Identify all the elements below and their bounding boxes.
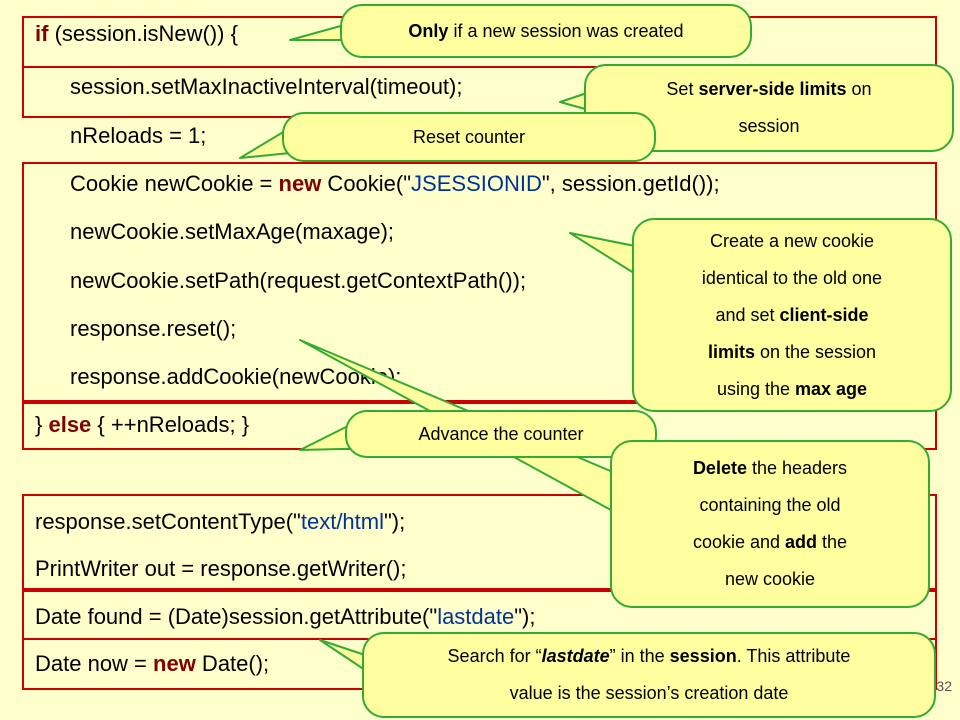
- code-text: Date();: [195, 651, 270, 676]
- code-text: }: [35, 412, 49, 437]
- text: on the session: [754, 341, 877, 362]
- emphasis: max age: [795, 378, 868, 399]
- text: Set: [666, 79, 699, 99]
- callout-line: and set client-side: [715, 297, 868, 334]
- emphasis: limits: [707, 341, 755, 362]
- callout-line: containing the old: [699, 495, 841, 515]
- callout-line: value is the session’s creation date: [509, 683, 789, 703]
- text: cookie and: [692, 532, 786, 552]
- code-line-13: Date now = new Date();: [35, 650, 269, 678]
- code-line-9: } else { ++nReloads; }: [35, 411, 249, 439]
- code-line-6: newCookie.setPath(request.getContextPath…: [70, 268, 527, 293]
- callout-line: new cookie: [724, 569, 816, 589]
- callout-line: cookie and add the: [693, 524, 847, 561]
- callout-line: session: [738, 116, 800, 136]
- callout-only-new-session: Only if a new session was created: [340, 4, 752, 58]
- callout-line: using the max age: [717, 371, 867, 408]
- emphasis: session: [669, 646, 737, 666]
- text: ” in the: [609, 646, 670, 666]
- callout-line: Delete the headers: [693, 450, 847, 487]
- code-text: ", session.getId());: [541, 171, 720, 196]
- keyword-new: new: [278, 171, 322, 196]
- callout-lastdate: Search for “lastdate” in the session. Th…: [362, 632, 936, 718]
- callout-text: Reset counter: [412, 126, 526, 147]
- callout-advance-counter: Advance the counter: [345, 410, 657, 458]
- callout-line: Create a new cookie: [709, 230, 875, 251]
- text: and set: [715, 304, 780, 325]
- text: the: [817, 532, 848, 552]
- text: . This attribute: [736, 646, 851, 666]
- keyword-new: new: [153, 651, 196, 676]
- string-literal: JSESSIONID: [411, 171, 542, 196]
- text: if a new session was created: [448, 20, 684, 41]
- code-line-2: session.setMaxInactiveInterval(timeout);: [70, 74, 463, 99]
- callout-line: identical to the old one: [701, 267, 883, 288]
- page-number: 32: [936, 678, 952, 694]
- string-literal: text/html: [300, 509, 384, 534]
- code-line-11: PrintWriter out = response.getWriter();: [35, 556, 407, 581]
- emphasis: client-side: [779, 304, 869, 325]
- keyword-if: if: [35, 21, 49, 46]
- callout-text: Only if a new session was created: [408, 21, 683, 42]
- code-line-1: if (session.isNew()) {: [35, 20, 238, 48]
- code-line-12: Date found = (Date)session.getAttribute(…: [35, 603, 536, 631]
- code-text: response.setContentType(": [35, 509, 301, 534]
- emphasis: Delete: [692, 458, 747, 478]
- string-literal: lastdate: [437, 604, 515, 629]
- emphasis: lastdate: [541, 646, 610, 666]
- callout-delete-headers: Delete the headers containing the old co…: [610, 440, 930, 608]
- emphasis: server-side limits: [698, 79, 847, 99]
- keyword-else: else: [48, 412, 92, 437]
- text: using the: [716, 378, 795, 399]
- emphasis: add: [785, 532, 818, 552]
- code-text: ");: [514, 604, 536, 629]
- code-text: Date now =: [35, 651, 154, 676]
- code-text: Date found = (Date)session.getAttribute(…: [35, 604, 438, 629]
- code-line-4: Cookie newCookie = new Cookie("JSESSIONI…: [70, 170, 720, 198]
- code-line-5: newCookie.setMaxAge(maxage);: [70, 219, 395, 244]
- code-text: Cookie newCookie =: [70, 171, 279, 196]
- callout-line: Search for “lastdate” in the session. Th…: [448, 638, 851, 675]
- code-text: { ++nReloads; }: [91, 412, 250, 437]
- code-text: (session.isNew()) {: [48, 21, 238, 46]
- text: Search for “: [447, 646, 542, 666]
- emphasis: Only: [408, 20, 449, 41]
- text: on: [846, 79, 872, 99]
- code-line-8: response.addCookie(newCookie);: [70, 364, 402, 389]
- code-line-10: response.setContentType("text/html");: [35, 508, 405, 536]
- code-text: ");: [384, 509, 406, 534]
- text: the headers: [746, 458, 848, 478]
- callout-reset-counter: Reset counter: [282, 112, 656, 162]
- callout-line: limits on the session: [708, 334, 876, 371]
- callout-new-cookie: Create a new cookie identical to the old…: [632, 218, 952, 412]
- callout-line: Set server-side limits on: [666, 71, 871, 108]
- callout-text: Advance the counter: [418, 423, 584, 444]
- code-line-3: nReloads = 1;: [70, 123, 207, 148]
- code-line-7: response.reset();: [70, 316, 237, 341]
- code-text: Cookie(": [321, 171, 412, 196]
